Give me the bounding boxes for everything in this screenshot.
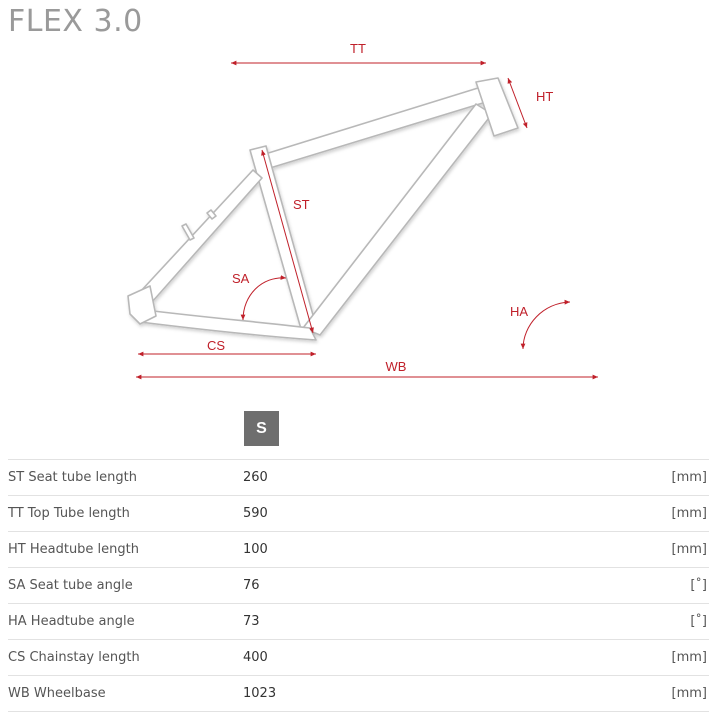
row-unit: [˚] [690,578,707,593]
sa-angle-arc [240,275,287,321]
page-title: FLEX 3.0 [8,4,143,39]
row-label: TT Top Tube length [8,506,130,521]
geometry-table: ST Seat tube length 260 [mm] TT Top Tube… [8,459,709,712]
row-unit: [mm] [671,686,707,701]
bike-frame [127,77,519,341]
row-value: 260 [243,470,268,485]
tt-label: TT [350,41,366,56]
row-label: HA Headtube angle [8,614,135,629]
table-row: WB Wheelbase 1023 [mm] [8,675,709,712]
rear-dropout [127,285,157,325]
row-label: WB Wheelbase [8,686,106,701]
table-row: ST Seat tube length 260 [mm] [8,459,709,495]
seat-tube [249,145,319,337]
st-dimension-line [261,149,314,334]
table-row: TT Top Tube length 590 [mm] [8,495,709,531]
cable-guide [181,223,195,241]
ht-label: HT [536,89,553,104]
table-row: HA Headtube angle 73 [˚] [8,603,709,639]
row-unit: [mm] [671,542,707,557]
table-row: SA Seat tube angle 76 [˚] [8,567,709,603]
row-value: 590 [243,506,268,521]
ha-angle-arc [520,299,571,350]
head-tube [475,77,519,137]
row-value: 76 [243,578,260,593]
row-label: SA Seat tube angle [8,578,133,593]
cable-guide-2 [206,209,217,220]
row-label: ST Seat tube length [8,470,137,485]
st-label: ST [293,197,310,212]
ht-dimension-line [507,77,528,129]
ha-label: HA [510,304,528,319]
wb-label: WB [386,359,407,374]
frame-geometry-diagram: TT HT ST SA HA CS WB [127,41,598,380]
table-row: CS Chainstay length 400 [mm] [8,639,709,675]
table-row: HT Headtube length 100 [mm] [8,531,709,567]
size-tab-s[interactable]: S [244,411,279,446]
row-value: 400 [243,650,268,665]
row-value: 73 [243,614,260,629]
row-label: HT Headtube length [8,542,139,557]
cs-label: CS [207,338,225,353]
row-unit: [˚] [690,614,707,629]
row-unit: [mm] [671,650,707,665]
chainstay [139,309,317,341]
row-value: 100 [243,542,268,557]
row-label: CS Chainstay length [8,650,140,665]
row-value: 1023 [243,686,277,701]
row-unit: [mm] [671,506,707,521]
row-unit: [mm] [671,470,707,485]
sa-label: SA [232,271,250,286]
